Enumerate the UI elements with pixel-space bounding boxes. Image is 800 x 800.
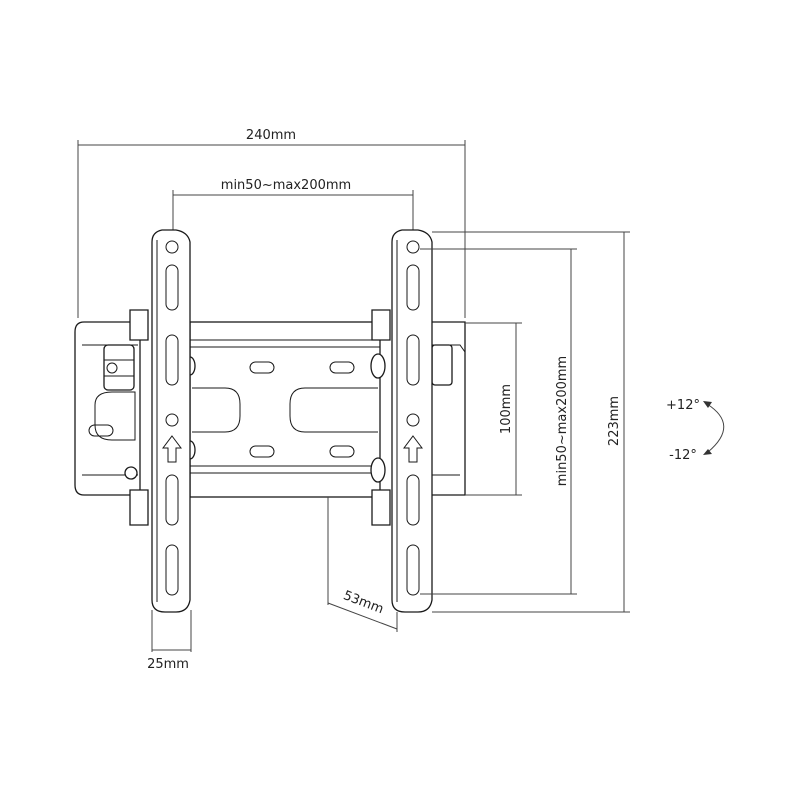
label-vesa-horizontal: min50~max200mm xyxy=(221,178,351,193)
right-vertical-arm xyxy=(391,229,433,613)
arrow-down-icon xyxy=(703,449,712,455)
left-vertical-arm xyxy=(151,229,191,613)
label-arm-width: 25mm xyxy=(147,657,189,672)
dimension-vesa-horizontal: min50~max200mm xyxy=(172,178,414,245)
label-overall-width: 240mm xyxy=(246,128,296,143)
label-tilt-down: -12° xyxy=(669,448,697,463)
dimension-overall-width: 240mm xyxy=(77,128,466,318)
label-wall-distance: 53mm xyxy=(341,588,385,617)
arrow-up-icon xyxy=(703,401,712,408)
dimension-overall-height: 223mm xyxy=(432,231,630,613)
tilt-indicator: +12° -12° xyxy=(666,398,725,463)
label-vesa-vertical: min50~max200mm xyxy=(555,356,570,486)
wall-plate xyxy=(74,309,466,526)
label-tilt-up: +12° xyxy=(666,398,700,413)
dimension-arm-width: 25mm xyxy=(147,610,192,672)
dimension-vesa-vertical: min50~max200mm xyxy=(420,248,577,595)
dimension-wall-plate-height: 100mm xyxy=(465,322,522,496)
label-wall-plate-height: 100mm xyxy=(499,384,514,434)
label-overall-height: 223mm xyxy=(607,396,622,446)
